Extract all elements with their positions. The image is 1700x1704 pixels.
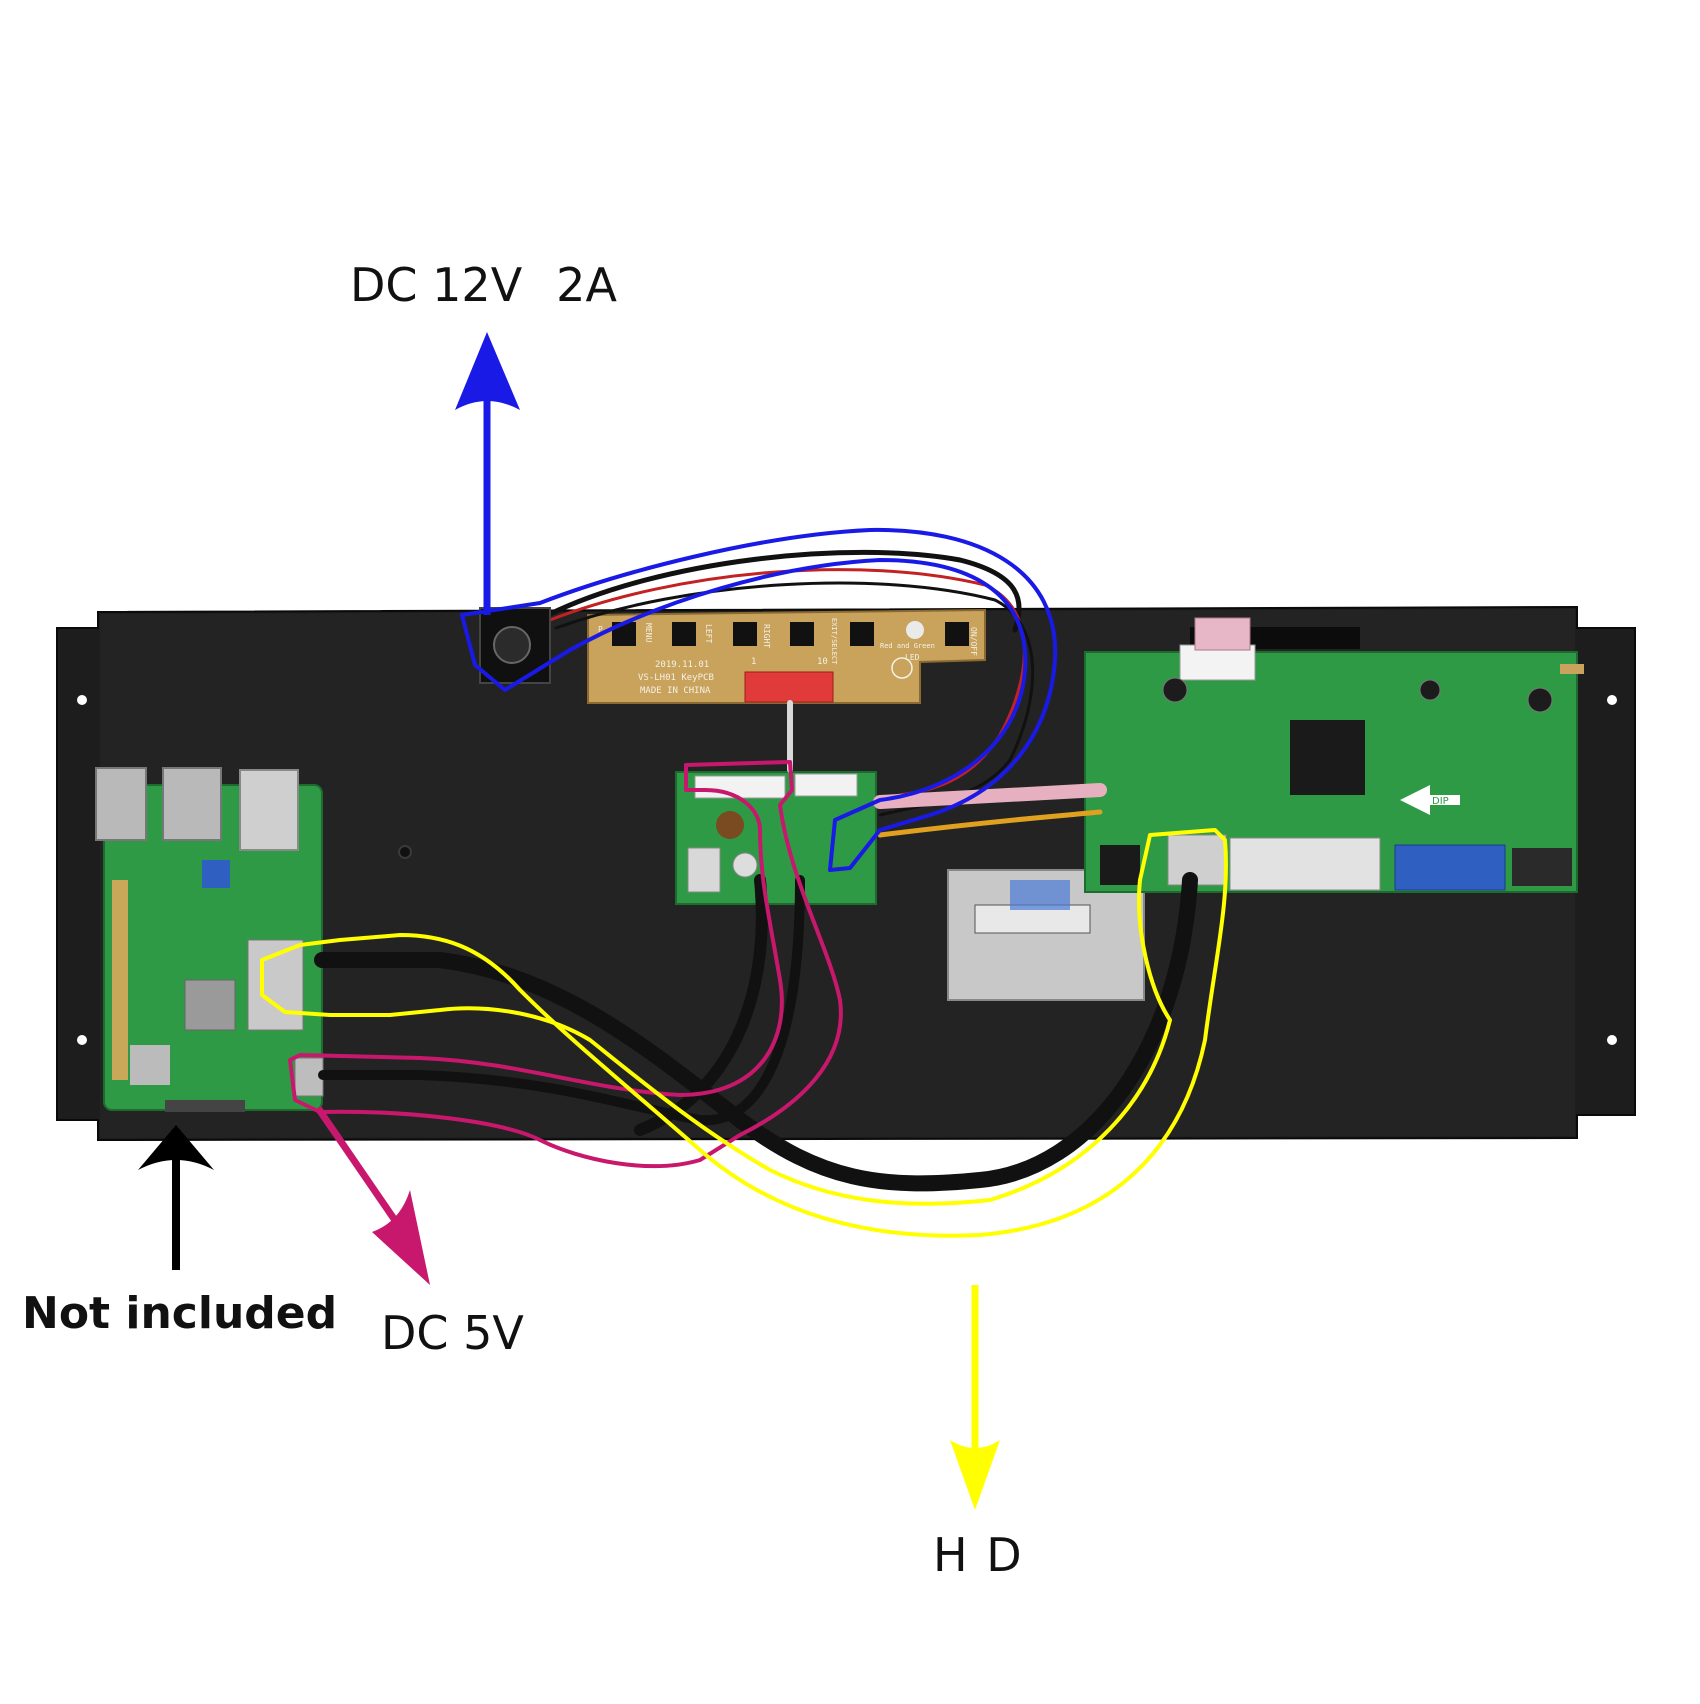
sd-slot — [165, 1100, 245, 1112]
key-label-menu: MENU — [644, 623, 653, 642]
ribbon-cable — [1194, 617, 1251, 651]
arrow-5v — [315, 1106, 430, 1285]
hdmi-cable — [314, 872, 1198, 1192]
inverter-connector — [694, 775, 786, 799]
vga-port — [1394, 844, 1506, 891]
arrow-hd — [950, 1285, 1000, 1510]
inverter-wire — [877, 809, 1103, 838]
power-12v-voltage: DC 12V — [350, 258, 523, 312]
mount-hole — [77, 695, 87, 705]
power-cable — [545, 549, 1022, 633]
key-label-p: P — [598, 625, 603, 634]
key-label-exit-select: EXIT/SELECT — [830, 618, 838, 665]
key-pcb-date: 2019.11.01 — [655, 660, 709, 670]
lvds-socket — [974, 904, 1091, 934]
power-5v-label: DC 5V — [381, 1306, 524, 1360]
key-buttons — [612, 622, 969, 646]
capacitor — [732, 852, 758, 878]
key-led-text: LED — [905, 653, 920, 662]
key-label-left: LEFT — [704, 624, 713, 643]
ethernet-cable — [634, 874, 768, 1136]
ethernet-port — [239, 769, 299, 851]
key-pcb-model: VS-LH01 KeyPCB — [638, 673, 714, 683]
mount-hole — [1607, 695, 1617, 705]
key-led-label: Red and Green — [880, 642, 935, 650]
dip-arrow — [1400, 785, 1460, 815]
inverter-connector — [794, 773, 858, 797]
capacitor — [1419, 679, 1441, 701]
resistor — [1560, 664, 1584, 674]
dip-label: DIP — [1432, 796, 1449, 807]
inductor — [716, 811, 744, 839]
key-label-right: RIGHT — [762, 624, 771, 648]
soc-chip — [184, 979, 236, 1031]
key-pcb-pin-end: 10 — [817, 657, 828, 667]
key-pcb-pin-start: 1 — [751, 657, 756, 667]
main-driver-board: DIP — [1084, 617, 1584, 893]
lvds-panel-connector — [947, 869, 1145, 1001]
capacitor — [1527, 687, 1553, 713]
mount-hole — [77, 1035, 87, 1045]
usb-power-cable — [318, 875, 805, 1126]
not-included-label: Not included — [22, 1288, 338, 1339]
key-pcb-origin: MADE IN CHINA — [640, 686, 711, 696]
gpio-header — [112, 880, 128, 1080]
key-led — [906, 621, 924, 639]
key-connector — [744, 671, 834, 703]
dc-jack-board — [1100, 845, 1140, 885]
inverter-ic — [687, 847, 721, 893]
blue-outline — [460, 527, 1058, 872]
audio-jack — [1512, 848, 1572, 886]
hdmi-label: H D — [933, 1528, 1024, 1582]
dc-jack — [479, 607, 551, 684]
ce-mark — [891, 657, 913, 679]
micro-usb-port — [294, 1057, 324, 1097]
dvi-port — [1229, 837, 1381, 891]
scaler-chip — [1290, 720, 1365, 795]
capacitor — [1162, 677, 1188, 703]
heatsink — [202, 860, 230, 888]
key-label-on-off: ON/OFF — [969, 627, 978, 656]
arrow-12v — [455, 332, 520, 615]
usb-port — [162, 767, 222, 841]
pi-logo-chip — [130, 1045, 170, 1085]
screw — [398, 845, 412, 859]
lvds-ribbon — [873, 783, 1107, 809]
power-12v-current: 2A — [556, 258, 617, 312]
usb-port — [95, 767, 147, 841]
ribbon-connector — [1179, 644, 1256, 681]
mount-hole — [1607, 1035, 1617, 1045]
arrow-not-included — [138, 1125, 214, 1270]
key-pcb: 2019.11.01 VS-LH01 KeyPCB MADE IN CHINA … — [587, 608, 986, 704]
lvds-cable — [1010, 880, 1070, 910]
yellow-outline — [260, 828, 1228, 1238]
